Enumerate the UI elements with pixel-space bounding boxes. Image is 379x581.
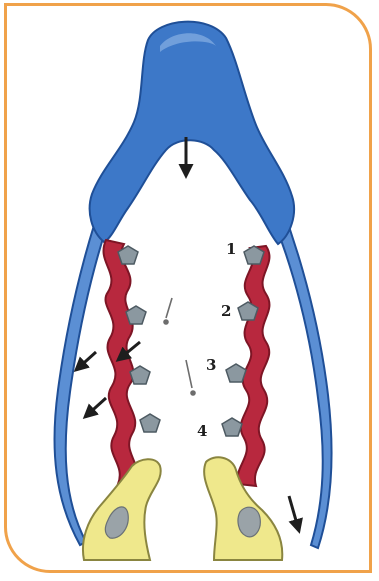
interior-marks xyxy=(164,298,195,395)
bone-right-cavity xyxy=(238,507,260,537)
label-2: 2 xyxy=(221,302,231,320)
shell-cap xyxy=(90,22,294,244)
tissue-right xyxy=(237,246,269,486)
arrow-down-right-icon xyxy=(289,496,299,531)
label-4: 4 xyxy=(197,422,207,440)
label-3: 3 xyxy=(206,356,216,374)
arrow-down-left-icon xyxy=(85,398,106,417)
arrow-down-left-icon xyxy=(76,352,96,370)
label-1: 1 xyxy=(226,240,236,258)
tissue-left xyxy=(103,240,137,484)
